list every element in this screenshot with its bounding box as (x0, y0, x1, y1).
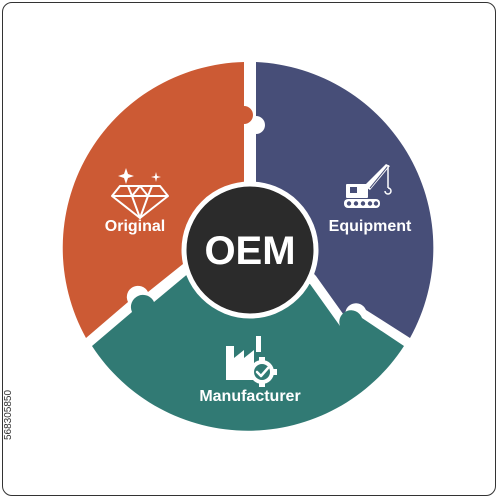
center-label: OEM (204, 229, 295, 273)
center-circle (181, 181, 319, 319)
crane-icon (344, 164, 392, 208)
segment-original (62, 62, 253, 338)
segment-label-equipment: Equipment (329, 218, 412, 235)
diamond-icon (111, 168, 169, 219)
segment-label-manufacturer: Manufacturer (199, 388, 300, 405)
factory-gear-icon (226, 336, 277, 387)
segment-label-original: Original (105, 218, 165, 235)
image-frame (2, 2, 496, 496)
segment-equipment (256, 62, 434, 338)
segment-manufacturer (92, 262, 404, 431)
